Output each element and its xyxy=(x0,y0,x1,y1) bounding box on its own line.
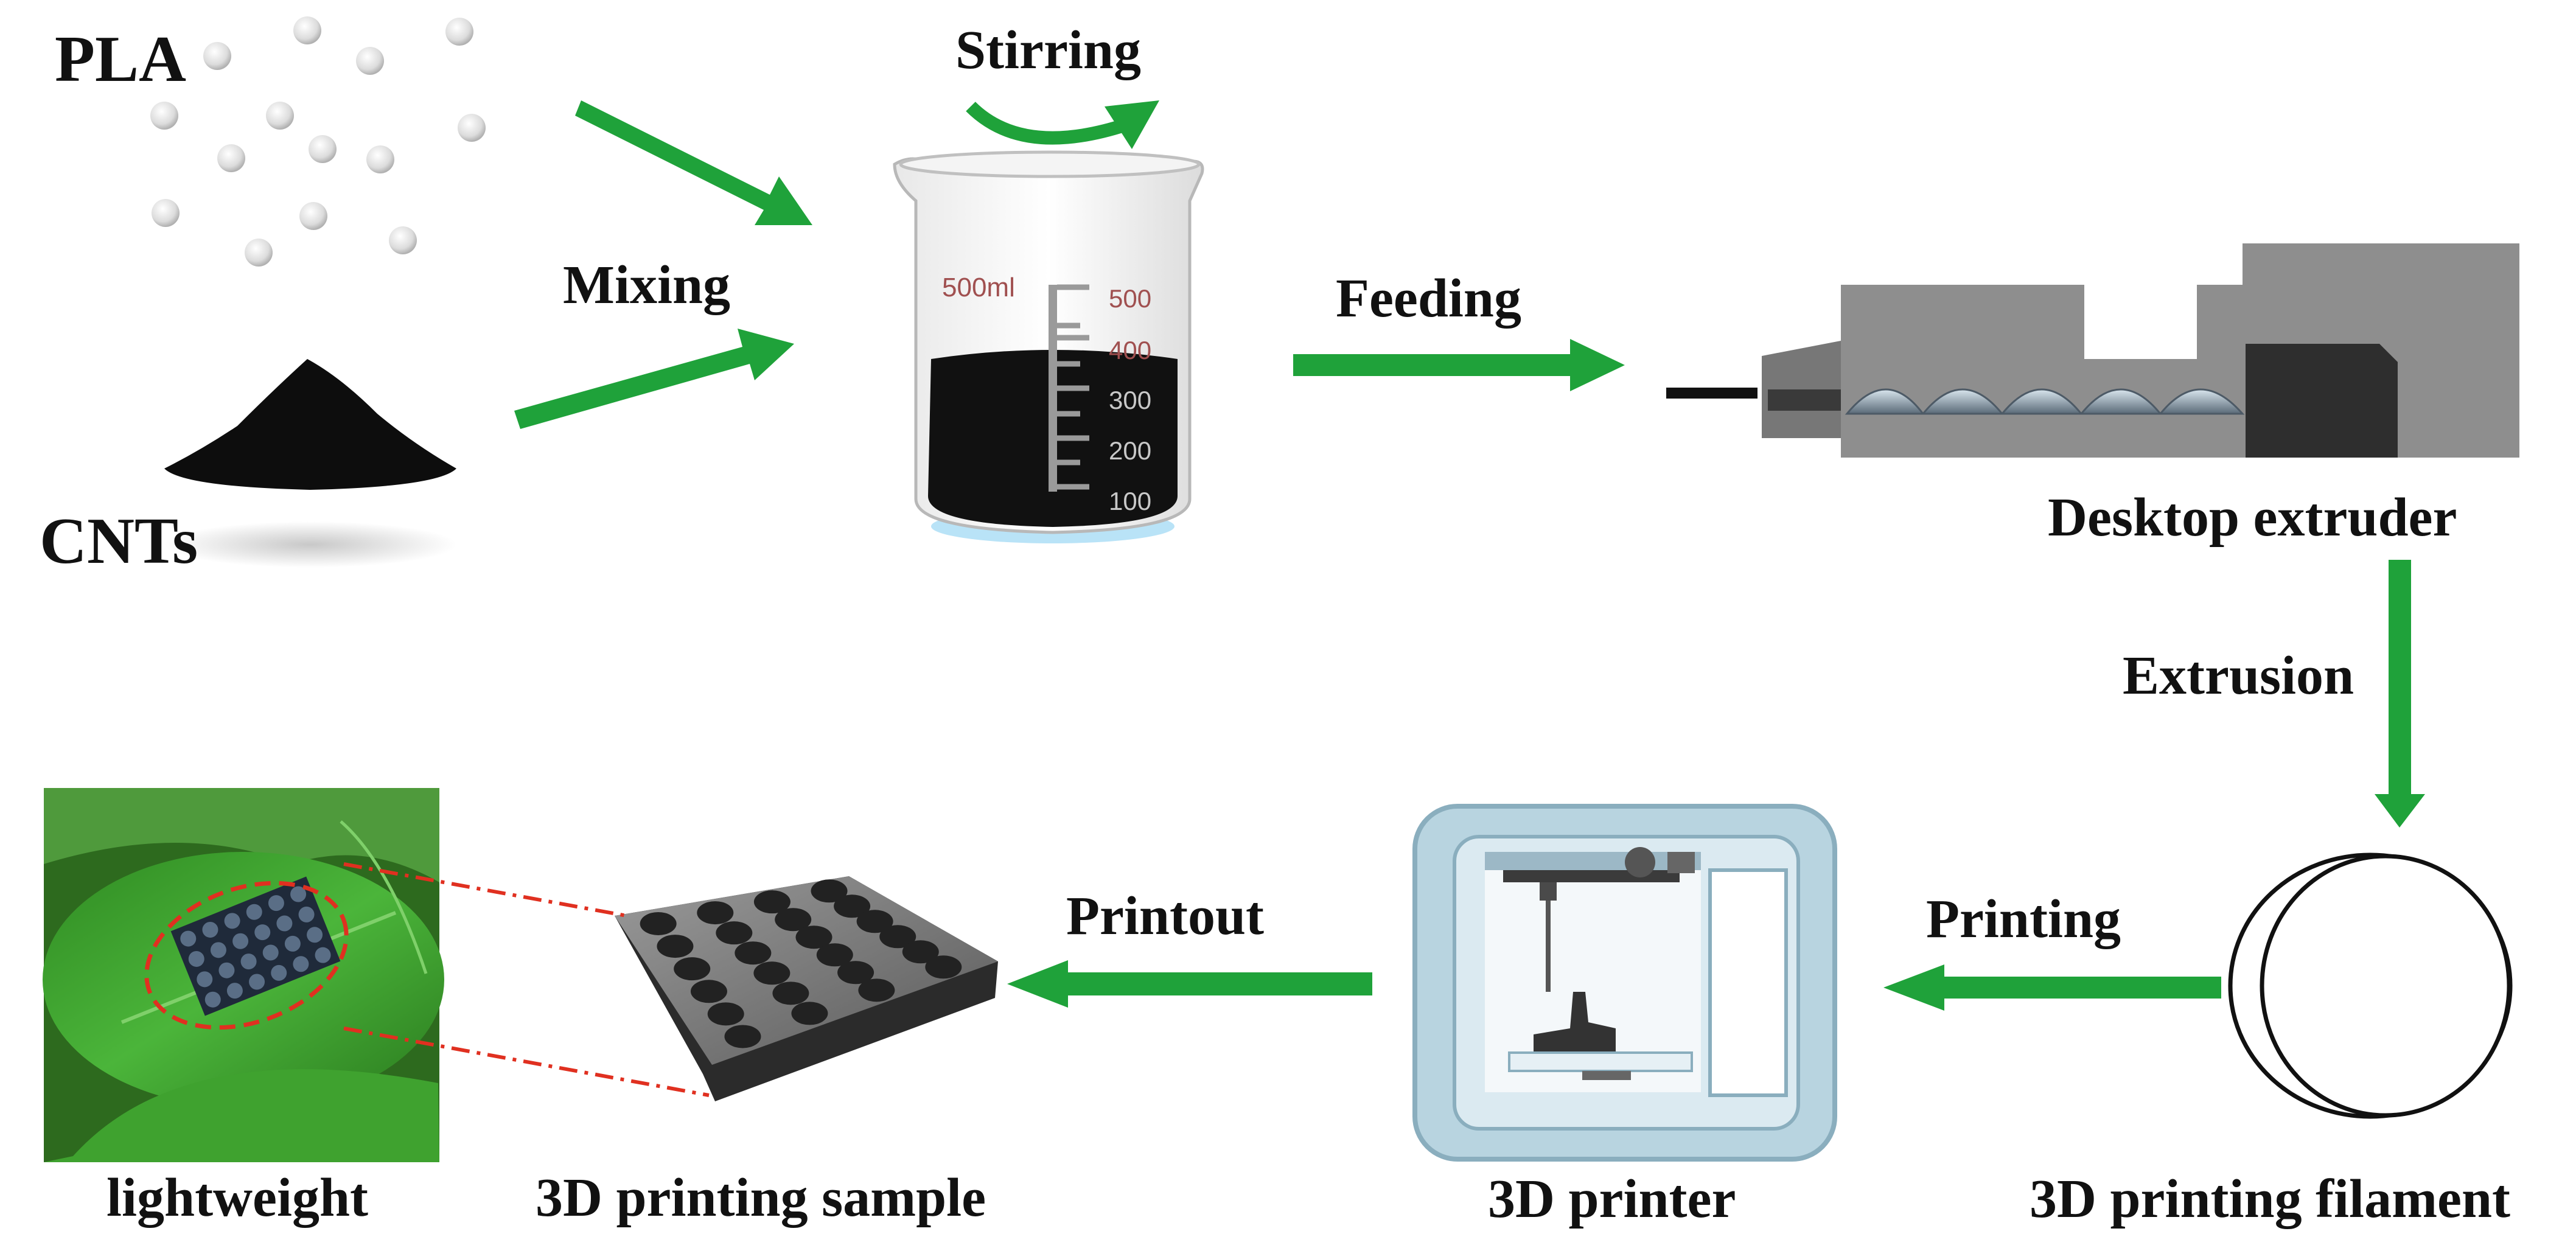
leaf-sample-hole xyxy=(293,956,309,972)
sample-hole xyxy=(707,1002,744,1026)
zoom-connector-lines xyxy=(343,862,710,1097)
lightweight-label: lightweight xyxy=(106,1168,368,1228)
feeding-arrow-icon xyxy=(1293,339,1625,391)
leaf-sample-hole xyxy=(307,927,323,943)
sample-hole xyxy=(811,879,848,903)
beaker-capacity-label: 500ml xyxy=(942,273,1015,302)
stirring-label: Stirring xyxy=(955,20,1141,80)
sample-hole xyxy=(735,941,772,965)
sample-hole xyxy=(837,961,874,985)
sample-hole xyxy=(753,961,791,985)
leaf-sample-hole xyxy=(202,921,218,938)
sample-hole xyxy=(775,908,812,932)
sample-hole xyxy=(753,890,791,914)
pla-pellets-icon xyxy=(150,16,486,267)
cnts-label: CNTs xyxy=(40,505,198,577)
cnt-powder-icon xyxy=(164,359,456,568)
sample-hole xyxy=(858,978,895,1002)
mixing-arrow-icon xyxy=(514,100,812,429)
leaf-sample-hole xyxy=(218,962,235,978)
leaf-sample-hole xyxy=(262,944,279,961)
leaf-sample-hole xyxy=(204,991,221,1008)
leaf-sample-hole xyxy=(298,906,315,922)
printing-arrow-icon xyxy=(1883,964,2221,1011)
sample-hole xyxy=(772,981,809,1005)
sample-hole xyxy=(856,910,893,933)
leaf-sample-hole xyxy=(210,942,226,958)
sample-icon xyxy=(615,876,998,1101)
sample-hole xyxy=(657,935,694,958)
leaf-sample-hole xyxy=(254,924,271,941)
sample-hole xyxy=(716,921,753,945)
beaker-tick-300: 300 xyxy=(1109,386,1151,414)
extruder-icon xyxy=(1666,243,2519,458)
leaf-sample-hole xyxy=(249,974,265,990)
feeding-label: Feeding xyxy=(1336,268,1521,329)
sample-hole xyxy=(724,1025,761,1048)
sample-hole xyxy=(640,912,677,935)
extrusion-label: Extrusion xyxy=(2123,646,2354,706)
extrusion-arrow-icon xyxy=(2375,560,2425,828)
leaf-sample-hole xyxy=(246,904,262,920)
leaf-sample-hole xyxy=(226,983,243,999)
beaker-icon xyxy=(893,150,1204,543)
leaf-sample-hole xyxy=(284,935,301,952)
leaf-sample-hole xyxy=(197,971,213,988)
beaker-tick-500: 500 xyxy=(1109,284,1151,313)
desktop-extruder-label: Desktop extruder xyxy=(2048,487,2457,548)
sample-hole xyxy=(902,940,939,964)
leaf-sample-hole xyxy=(315,947,331,963)
sample-hole xyxy=(690,980,727,1003)
printout-label: Printout xyxy=(1066,886,1264,946)
leaf-sample-hole xyxy=(180,930,197,947)
sample-hole xyxy=(879,925,916,949)
leaf-sample-hole xyxy=(276,915,293,932)
leaf-photo xyxy=(43,788,444,1162)
sample-hole xyxy=(791,1002,828,1025)
beaker-tick-200: 200 xyxy=(1109,436,1151,465)
beaker-tick-100: 100 xyxy=(1109,487,1151,515)
leaf-sample-hole xyxy=(271,964,287,981)
sample-hole xyxy=(795,926,832,949)
sample-hole xyxy=(697,901,734,925)
sample-hole xyxy=(925,955,962,979)
pla-label: PLA xyxy=(55,23,186,96)
leaf-sample-hole xyxy=(188,950,204,967)
sample-hole xyxy=(834,894,871,918)
printing-label: Printing xyxy=(1926,889,2121,949)
printout-arrow-icon xyxy=(1007,960,1372,1008)
leaf-sample-hole xyxy=(232,933,249,949)
leaf-sample-hole xyxy=(268,895,284,912)
printer-label: 3D printer xyxy=(1488,1169,1736,1229)
leaf-sample-hole xyxy=(224,913,240,929)
leaf-sample-hole xyxy=(290,886,307,902)
mixing-label: Mixing xyxy=(563,255,730,315)
stirring-arrow-icon xyxy=(966,100,1159,149)
sample-hole xyxy=(674,957,711,981)
filament-spool-icon xyxy=(2228,852,2513,1119)
beaker-tick-400: 400 xyxy=(1109,336,1151,364)
sample-hole xyxy=(816,943,853,967)
sample-label: 3D printing sample xyxy=(536,1168,986,1228)
filament-label: 3D printing filament xyxy=(2030,1169,2510,1229)
3d-printer-icon xyxy=(1412,804,1837,1162)
leaf-sample-hole xyxy=(240,953,257,970)
